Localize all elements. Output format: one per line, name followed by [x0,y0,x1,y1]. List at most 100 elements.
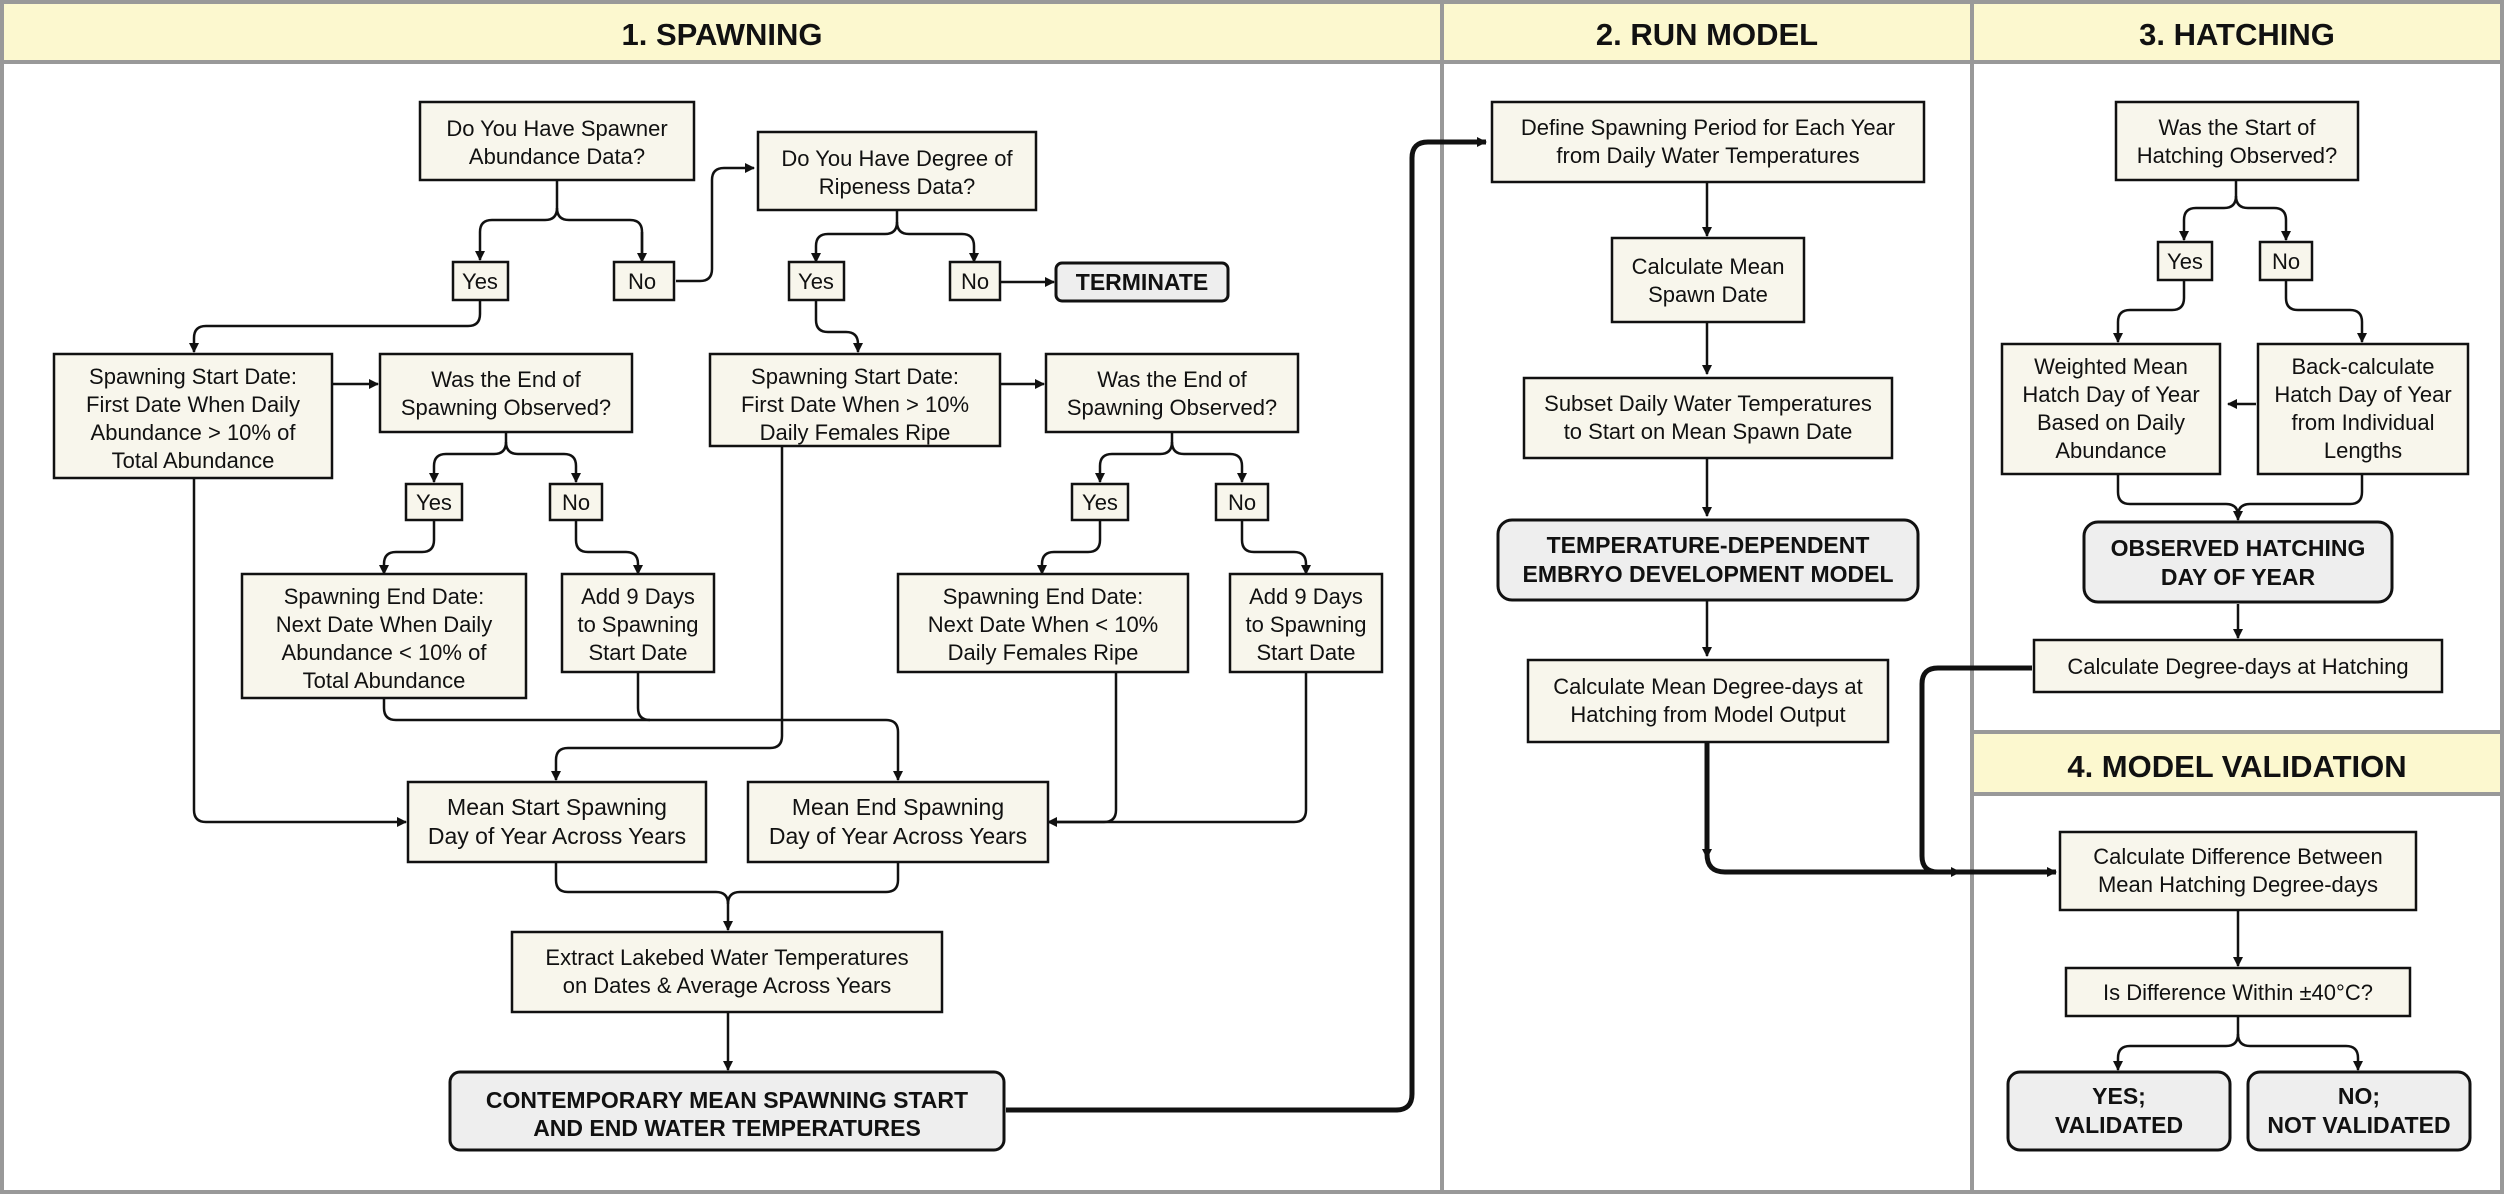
q-hatch-line2: Hatching Observed? [2137,143,2338,168]
mean-dd-line2: Hatching from Model Output [1570,702,1845,727]
define-line1: Define Spawning Period for Each Year [1521,115,1895,140]
backcalc-line3: from Individual [2291,410,2434,435]
weighted-line4: Abundance [2055,438,2166,463]
start-abund-line4: Total Abundance [112,448,275,473]
box-q-hatch-start: Was the Start of Hatching Observed? [2114,100,2360,182]
validated-line2: VALIDATED [2055,1112,2183,1138]
mean-dd-line1: Calculate Mean Degree-days at [1553,674,1862,699]
box-yes2: Yes [787,260,846,302]
add9-1-line1: Add 9 Days [581,584,695,609]
end-ripe-line2: Next Date When < 10% [928,612,1159,637]
mean-end-line2: Day of Year Across Years [769,823,1027,849]
add9-2-line3: Start Date [1256,640,1355,665]
box-yes1: Yes [451,260,510,302]
define-line2: from Daily Water Temperatures [1556,143,1859,168]
end-ripe-line3: Daily Females Ripe [948,640,1139,665]
extract-line2: on Dates & Average Across Years [563,973,892,998]
yes4-label: Yes [1082,490,1118,515]
panel-title-hatching: 3. HATCHING [2139,17,2335,52]
add9-1-line3: Start Date [588,640,687,665]
q-end2-line1: Was the End of [1097,367,1247,392]
box-terminate: TERMINATE [1054,261,1230,303]
yes2-label: Yes [798,269,834,294]
box-no1: No [612,260,676,302]
panel-title-spawning: 1. SPAWNING [622,17,823,52]
end-ripe-line1: Spawning End Date: [943,584,1144,609]
box-yes3: Yes [404,482,464,522]
box-no2: No [948,260,1002,302]
diff-line1: Calculate Difference Between [2093,844,2382,869]
subset-line1: Subset Daily Water Temperatures [1544,391,1872,416]
svg-text:Define Spawning Period for Eac: Define Spawning Period for Each Year from… [1521,115,1895,168]
thick-connectors [1006,137,2057,1113]
panel-spawning: 1. SPAWNING [0,0,1444,1194]
q-end2-line2: Spawning Observed? [1067,395,1277,420]
box-end-ripe: Spawning End Date: Next Date When < 10% Da… [896,572,1190,674]
box-define: Define Spawning Period for Each Year from… [1490,100,1926,184]
yes1-label: Yes [462,269,498,294]
svg-text:Spawning End Date:Next Date Wh: Spawning End Date:Next Date When DailyAb… [276,584,492,693]
box-calc-dd: Calculate Degree-days at Hatching [2032,638,2444,694]
add9-2-line1: Add 9 Days [1249,584,1363,609]
box-q-end2: Was the End of Spawning Observed? [1044,352,1300,434]
mean-spawn-line2: Spawn Date [1648,282,1768,307]
box-mean-dd: Calculate Mean Degree-days at Hatching fr… [1526,658,1890,744]
q-end1-line2: Spawning Observed? [401,395,611,420]
svg-text:NO;NOT VALIDATED: NO;NOT VALIDATED [2267,1083,2450,1138]
start-ripe-line2: First Date When > 10% [741,392,969,417]
box-start-abund: Spawning Start Date:First Date When Dail… [52,352,334,480]
add9-2-line2: to Spawning [1245,612,1366,637]
end-abund-line1: Spawning End Date: [284,584,485,609]
no3-label: No [562,490,590,515]
weighted-line2: Hatch Day of Year [2022,382,2199,407]
mean-start-line1: Mean Start Spawning [447,794,667,820]
box-hatch-no: No [2258,240,2314,282]
start-abund-line1: Spawning Start Date: [89,364,297,389]
connectors [189,163,2367,1071]
backcalc-line1: Back-calculate [2291,354,2434,379]
box-hatch-yes: Yes [2156,240,2214,282]
backcalc-line4: Lengths [2324,438,2402,463]
q-hatch-line1: Was the Start of [2159,115,2317,140]
panel-title-run-model: 2. RUN MODEL [1596,17,1818,52]
observed-line2: DAY OF YEAR [2161,564,2316,590]
svg-text:Calculate Mean Degree-days atH: Calculate Mean Degree-days at Hatching fr… [1553,674,1862,727]
diff-line2: Mean Hatching Degree-days [2098,872,2378,897]
no4-label: No [1228,490,1256,515]
box-not-validated: NO;NOT VALIDATED [2246,1070,2472,1152]
box-no4: No [1214,482,1270,522]
yes3-label: Yes [416,490,452,515]
not-validated-line2: NOT VALIDATED [2267,1112,2450,1138]
svg-text:YES;VALIDATED: YES;VALIDATED [2055,1083,2183,1138]
q-ripeness-line1: Do You Have Degree of [781,146,1013,171]
backcalc-line2: Hatch Day of Year [2274,382,2451,407]
end-abund-line4: Total Abundance [303,668,466,693]
model-line2: EMBRYO DEVELOPMENT MODEL [1523,561,1894,587]
mean-end-line1: Mean End Spawning [792,794,1004,820]
hatch-yes-label: Yes [2167,249,2203,274]
